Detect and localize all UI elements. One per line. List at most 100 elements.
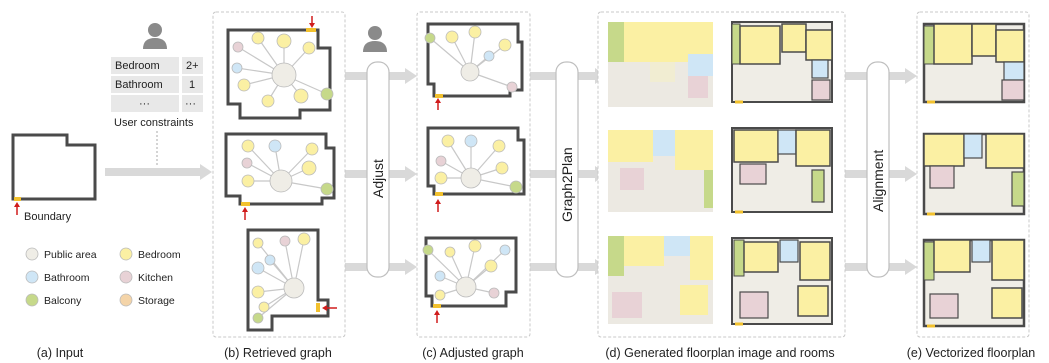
node-bedroom	[241, 139, 255, 153]
constraint-room: Bedroom	[115, 60, 160, 72]
node-bathroom	[434, 270, 446, 282]
room-legend: Public area Bedroom Bathroom Kitchen Bal…	[25, 247, 181, 307]
entrance-pointer-icon	[435, 199, 441, 212]
legend-swatch-balcony	[25, 293, 39, 307]
legend-swatch-kitchen	[119, 270, 133, 284]
user-icon	[143, 23, 167, 49]
node-bathroom	[499, 244, 511, 256]
floor-outline	[424, 236, 518, 308]
captions: (a) Input (b) Retrieved graph (c) Adjust…	[37, 346, 1036, 360]
node-bedroom	[241, 174, 255, 188]
caption-retrieved-graph: (b) Retrieved graph	[224, 346, 332, 360]
flow-arrow-input	[105, 164, 212, 180]
node-bathroom	[268, 139, 282, 153]
boundary-label: Boundary	[24, 211, 72, 223]
floor-outline	[246, 228, 330, 332]
floor-outline	[224, 132, 336, 206]
retrieved-graph-1	[226, 16, 334, 120]
entrance-pointer-icon	[322, 305, 337, 311]
constraints-label: User constraints	[114, 117, 194, 129]
node-bathroom	[483, 50, 495, 62]
retrieved-graph-3	[246, 228, 337, 332]
legend-swatch-public-area	[25, 247, 39, 261]
caption-adjusted-graph: (c) Adjusted graph	[422, 346, 523, 360]
entrance-pointer-icon	[242, 207, 248, 220]
node-kitchen	[435, 155, 447, 167]
node-bathroom	[251, 261, 265, 275]
graph2plan-block	[555, 61, 579, 278]
entrance-pointer-icon	[435, 98, 441, 110]
legend-label: Public area	[44, 249, 97, 261]
constraints-table: Bedroom 2+ Bathroom 1 ··· ···	[111, 57, 203, 112]
node-bathroom	[231, 62, 243, 74]
adjusted-graph-3	[422, 236, 518, 323]
vectorized-floorplan-1	[922, 22, 1026, 104]
generated-rooms-1	[731, 21, 833, 104]
generated-image-2	[608, 130, 713, 212]
alignment-block	[866, 61, 890, 278]
legend-swatch-bedroom	[119, 247, 133, 261]
adjust-stage: Adjust	[363, 26, 390, 278]
alignment-label: Alignment	[870, 150, 886, 212]
generated-image-3	[608, 236, 713, 324]
adjusted-graph-2	[426, 126, 526, 212]
floor-outline	[426, 126, 526, 196]
node-public-area	[460, 167, 482, 189]
input-section: Bedroom 2+ Bathroom 1 ··· ··· User const…	[11, 23, 203, 307]
node-public-area	[455, 276, 477, 298]
constraint-room: Bathroom	[115, 79, 163, 91]
node-bathroom	[264, 254, 276, 266]
floor-outline	[226, 28, 332, 120]
entrance-pointer-icon	[309, 16, 315, 28]
retrieved-graph-2	[224, 132, 336, 220]
generated-rooms-3	[731, 237, 833, 326]
node-bedroom	[252, 237, 264, 249]
node-public-area	[269, 169, 293, 193]
constraint-room: ···	[139, 98, 150, 110]
node-bedroom	[251, 31, 265, 45]
generated-image-1	[608, 22, 713, 107]
vectorized-floorplan-2	[922, 132, 1026, 216]
node-bedroom	[441, 134, 455, 148]
node-balcony	[252, 312, 264, 324]
node-bedroom	[445, 30, 459, 44]
node-bedroom	[293, 88, 309, 104]
adjust-block	[366, 61, 390, 278]
constraint-value: 1	[189, 79, 195, 91]
node-kitchen	[506, 81, 518, 93]
node-bedroom	[301, 160, 317, 176]
legend-label: Bathroom	[44, 272, 90, 284]
node-bedroom	[302, 41, 316, 55]
node-bedroom	[305, 142, 319, 156]
node-bedroom	[484, 259, 498, 273]
node-balcony	[320, 182, 334, 196]
vectorized-floorplan-3	[922, 238, 1026, 328]
legend-label: Storage	[138, 295, 175, 307]
node-kitchen	[241, 157, 253, 169]
caption-generated-floorplan: (d) Generated floorplan image and rooms	[605, 346, 834, 360]
adjusted-graph-1	[424, 22, 524, 110]
legend-label: Balcony	[44, 295, 82, 307]
legend-swatch-bathroom	[25, 270, 39, 284]
node-bathroom	[464, 134, 478, 148]
node-kitchen	[488, 287, 500, 299]
graph2plan-stage: Graph2Plan	[555, 61, 579, 278]
node-bedroom	[498, 38, 512, 52]
node-balcony	[422, 244, 434, 256]
node-bedroom	[468, 25, 482, 39]
caption-input: (a) Input	[37, 346, 84, 360]
node-bedroom	[492, 139, 506, 153]
constraint-value: ···	[185, 98, 196, 110]
entrance-pointer-icon	[14, 202, 20, 215]
graph2plan-label: Graph2Plan	[559, 147, 575, 222]
alignment-stage: Alignment	[866, 61, 890, 278]
node-public-area	[271, 62, 297, 88]
node-bedroom	[276, 33, 292, 49]
adjust-label: Adjust	[370, 159, 386, 198]
legend-swatch-storage	[119, 293, 133, 307]
node-bedroom	[444, 246, 456, 258]
node-kitchen	[232, 41, 244, 53]
node-bedroom	[297, 232, 311, 246]
